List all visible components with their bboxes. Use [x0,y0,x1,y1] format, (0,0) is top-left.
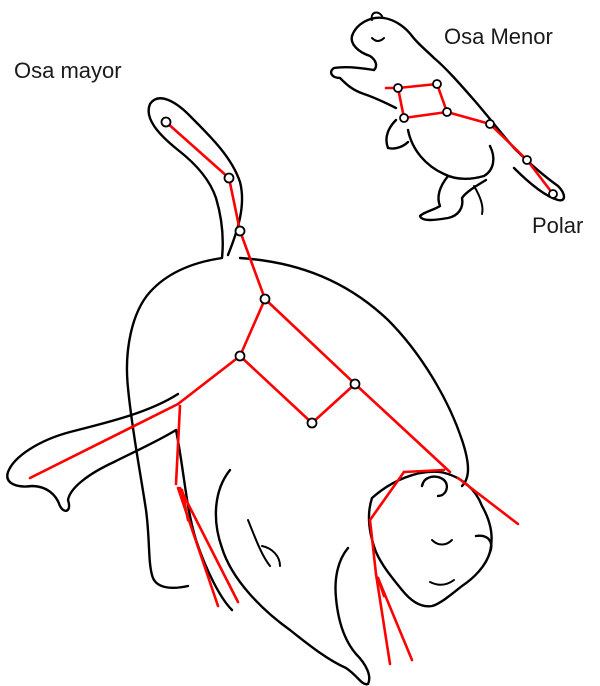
star [443,108,451,116]
star [400,114,408,122]
little-dipper-line [527,160,553,194]
star [236,227,245,236]
big-bear-tail-back-outline [127,98,242,588]
big-dipper-lines [30,122,518,664]
polaris-label: Polar [532,213,583,239]
little-dipper-label: Osa Menor [444,24,553,50]
big-dipper-line [180,488,238,602]
star [351,380,360,389]
polaris-star [549,190,557,198]
small-bear-body-outline [408,130,493,179]
big-bear-hind-leg-outline [7,394,178,511]
star [433,80,441,88]
big-bear-eye [432,540,452,545]
star [162,118,171,127]
star [394,84,402,92]
star [225,174,234,183]
big-dipper-line [355,384,450,472]
small-bear-leg-detail [474,186,483,214]
little-dipper-line [490,124,527,160]
big-dipper-line [240,231,265,299]
big-dipper-line [240,299,265,356]
big-dipper-line [240,356,312,423]
big-bear-back-outline [240,258,468,486]
big-bear-figure [7,98,491,684]
big-bear-paw-detail [248,520,280,566]
little-dipper-line [398,84,437,88]
big-dipper-line [265,299,355,384]
little-dipper-stars [394,80,557,198]
star [523,156,531,164]
big-dipper-line [229,178,240,231]
big-bear-mouth [430,580,454,585]
star [261,295,270,304]
big-dipper-stars [162,118,360,428]
big-dipper-label: Osa mayor [14,58,122,84]
big-bear-snout-outline [476,536,491,552]
small-bear-eye [372,38,384,41]
star [236,352,245,361]
small-bear-snout-outline [352,36,376,70]
star [308,419,317,428]
small-bear-lower-arm-outline [386,120,408,149]
star [486,120,494,128]
little-dipper-line [404,112,447,118]
little-dipper-line [447,112,490,124]
big-bear-head-outline [369,472,492,607]
big-bear-front-leg-outline [216,470,369,684]
big-bear-ear-outline [422,477,447,496]
big-dipper-line [178,356,240,404]
big-bear-belly-outline [176,430,232,610]
small-bear-hind-leg-outline [420,176,486,220]
big-dipper-line [312,384,355,423]
